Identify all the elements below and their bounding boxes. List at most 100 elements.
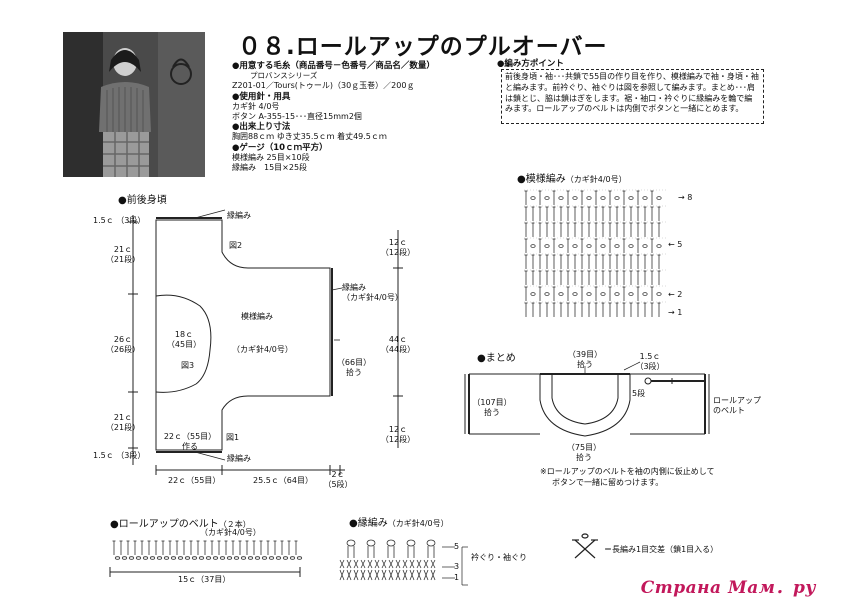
edging-picot-loop — [426, 539, 436, 547]
center-pattern-label: 模様編み — [241, 312, 273, 321]
edging-row-1: 1 — [454, 573, 460, 582]
belt-chain — [184, 556, 191, 560]
belt-chain — [205, 556, 212, 560]
finish-bottom-2: 拾う — [576, 453, 592, 462]
finish-top-2: 拾う — [577, 360, 593, 369]
edging-cross — [430, 569, 436, 581]
edging-cross — [374, 569, 380, 581]
fig3-label: 図3 — [181, 361, 195, 370]
edging-cross — [423, 559, 429, 569]
edging-cross — [395, 569, 401, 581]
finish-right-label: 1.5ｃ（3段） — [632, 352, 668, 372]
dim-right-3: 12ｃ（12段） — [378, 425, 418, 445]
chain-stitch — [572, 244, 578, 248]
edging-cross — [430, 559, 436, 569]
finish-bottom-label: （75目）拾う — [562, 443, 606, 463]
dim-left-4b: （21段） — [105, 423, 141, 432]
chain-stitch — [642, 244, 648, 248]
dim-bottom-2: 25.5ｃ（64目） — [253, 476, 313, 485]
belt-dimension: 15ｃ（37目） — [178, 575, 231, 584]
finish-top-label: （39目）拾う — [563, 350, 607, 370]
edging-cross — [402, 559, 408, 569]
chain-stitch — [586, 244, 592, 248]
chain-stitch — [558, 196, 564, 200]
edging-cross — [409, 569, 415, 581]
chain-stitch — [544, 244, 550, 248]
dim-bottom-1: 22ｃ（55目） — [168, 476, 221, 485]
chain-stitch — [614, 292, 620, 296]
model-photo — [63, 32, 205, 177]
belt-chain — [226, 556, 233, 560]
edging-cross — [339, 559, 345, 569]
bottom-1: 22ｃ（55目） — [163, 432, 217, 441]
size-heading: ●出来上り寸法 — [232, 122, 291, 133]
finish-belt-1: ロールアップ — [713, 396, 761, 405]
pattern-heading-text: ●模様編み — [517, 174, 566, 185]
dim-right-3a: 12ｃ — [388, 425, 408, 434]
pattern-row-2-num: 2 — [677, 290, 683, 299]
chain-stitch — [544, 292, 550, 296]
bottom-cast-label: 22ｃ（55目）作る — [160, 432, 220, 452]
finish-diagram — [464, 361, 710, 437]
edging-cross — [381, 569, 387, 581]
edging-cross — [395, 559, 401, 569]
gauge-heading: ●ゲージ（10ｃｍ平方） — [232, 142, 328, 153]
dim-bottom-3: 2ｃ（5段） — [320, 470, 356, 490]
finish-neck-outer — [539, 374, 631, 437]
belt-chain — [275, 556, 282, 560]
pattern-row-5-num: 5 — [677, 240, 683, 249]
edging-cross — [367, 559, 373, 569]
pickup-label: （66目）拾う — [336, 358, 372, 378]
finish-left-label: （107目）拾う — [472, 398, 512, 418]
belt-chart — [112, 540, 303, 560]
edging-cross — [360, 569, 366, 581]
pattern-row-2: ← 2 — [668, 290, 683, 299]
finish-note-2: ボタンで一緒に留めつけます。 — [552, 478, 664, 487]
dim-left-2: 21ｃ（21段） — [103, 245, 143, 265]
pattern-row-5: ← 5 — [668, 240, 683, 249]
pattern-chart-stitches — [524, 189, 666, 317]
belt-count: （２本） — [218, 520, 251, 529]
chain-stitch — [600, 292, 606, 296]
edging-cross — [353, 569, 359, 581]
dim-left-1: 1.5ｃ （3段） — [93, 216, 145, 226]
belt-chain — [219, 556, 226, 560]
center-needle-label: （カギ針4/0号） — [232, 345, 293, 354]
edging-picot — [367, 546, 375, 558]
legend-text: ＝長編み1目交差（鎖1目入る） — [604, 545, 719, 554]
body-outline — [155, 219, 331, 451]
chain-stitch — [656, 196, 662, 200]
edging-needle: （カギ針4/0号） — [387, 519, 449, 528]
finish-belt-label: ロールアップのベルト — [713, 396, 761, 416]
belt-chain — [170, 556, 177, 560]
finish-rows-label: 5段 — [632, 389, 646, 398]
finish-right-2: （3段） — [635, 362, 665, 371]
chain-stitch — [586, 292, 592, 296]
edging-cross — [367, 569, 373, 581]
belt-chain — [114, 556, 121, 560]
edging-heading: ●縁編み（カギ針4/0号） — [349, 514, 449, 529]
dim-left-3a: 26ｃ — [113, 335, 133, 344]
edging-cross — [346, 559, 352, 569]
edging-picot-loop — [386, 539, 396, 547]
edging-right-2: （カギ針4/0号） — [342, 293, 403, 302]
page-title: ０８.ロールアップのプルオーバー — [238, 34, 608, 60]
yarn-heading: ●用意する毛糸（商品番号－色番号／商品名／数量） — [232, 61, 435, 71]
belt-chain — [268, 556, 275, 560]
yarn-line: Z201-01／Tours(トゥール)（30ｇ玉巻）／200ｇ — [232, 81, 415, 91]
dim-left-2a: 21ｃ — [113, 245, 133, 254]
belt-chain — [177, 556, 184, 560]
dim-right-2: 44ｃ（44段） — [378, 335, 418, 355]
edging-row-3: 3 — [454, 562, 460, 571]
belt-chain — [163, 556, 170, 560]
gauge-pattern: 模様編み 25目×10段 — [232, 152, 310, 162]
belt-needle: （カギ針4/0号） — [200, 528, 261, 537]
pattern-heading: ●模様編み（カギ針4/0号） — [517, 170, 627, 185]
dim-right-1b: （12段） — [380, 248, 416, 257]
edging-cross — [402, 569, 408, 581]
neck-label: 18ｃ（45目） — [166, 330, 202, 350]
edging-cross — [381, 559, 387, 569]
edging-picot — [407, 546, 415, 558]
belt-chain — [289, 556, 296, 560]
